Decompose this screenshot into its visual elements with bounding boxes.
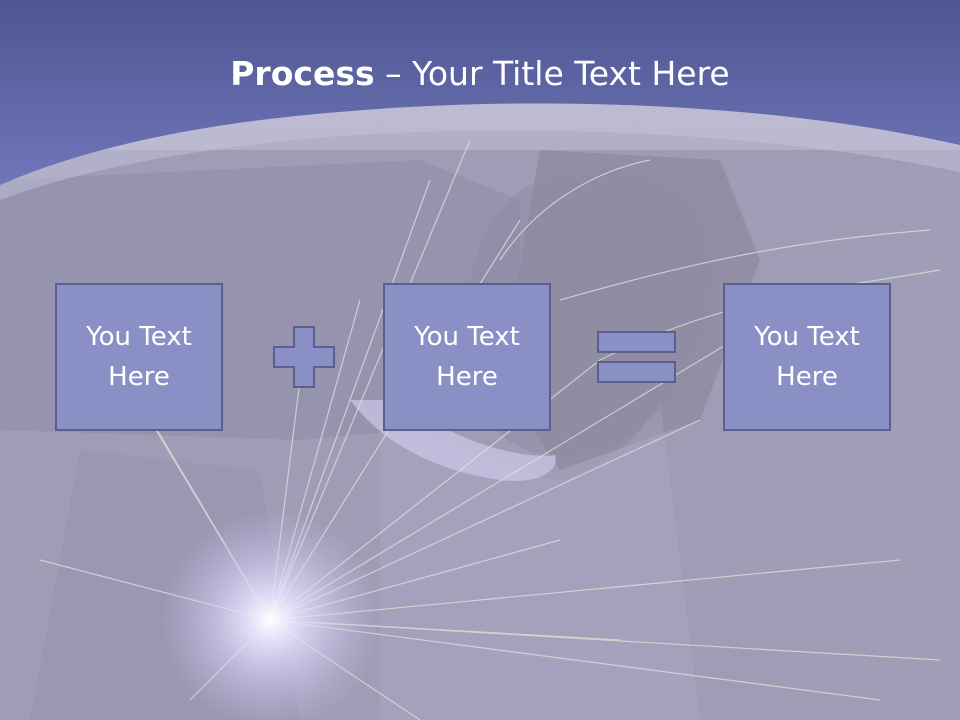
process-box-2-text: You Text Here xyxy=(414,322,520,392)
plus-icon xyxy=(273,326,335,388)
process-box-1[interactable]: You Text Here xyxy=(55,283,223,431)
header-band xyxy=(0,0,960,200)
title-bold: Process xyxy=(230,54,375,93)
process-box-1-text: You Text Here xyxy=(86,322,192,392)
process-box-3[interactable]: You Text Here xyxy=(723,283,891,431)
process-box-3-text: You Text Here xyxy=(754,322,860,392)
process-box-2[interactable]: You Text Here xyxy=(383,283,551,431)
page-title: Process – Your Title Text Here xyxy=(0,52,960,96)
equals-icon xyxy=(597,331,676,383)
title-rest: – Your Title Text Here xyxy=(374,54,730,93)
